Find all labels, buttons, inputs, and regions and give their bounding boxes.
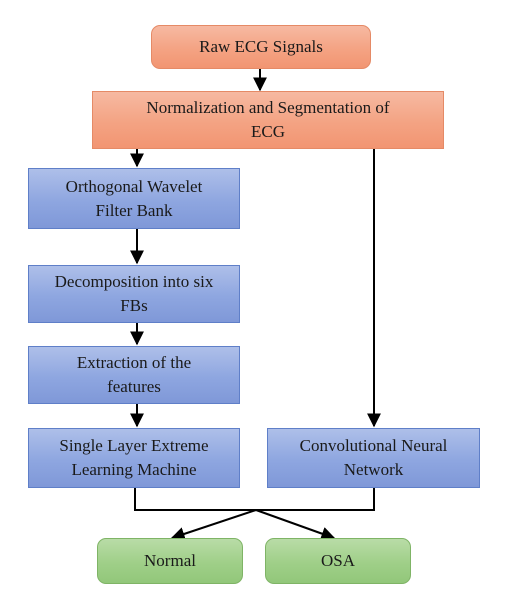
raw-ecg-signals-box: Raw ECG Signals — [151, 25, 371, 69]
decomposition-label: Decomposition into six FBs — [54, 272, 214, 315]
orthogonal-wavelet-box: Orthogonal Wavelet Filter Bank — [28, 168, 240, 229]
cnn-label: Convolutional Neural Network — [299, 436, 448, 479]
elm-label: Single Layer Extreme Learning Machine — [59, 436, 209, 479]
decomposition-box: Decomposition into six FBs — [28, 265, 240, 323]
raw-ecg-signals-label: Raw ECG Signals — [199, 37, 323, 56]
extraction-features-label: Extraction of the features — [76, 353, 192, 396]
orthogonal-wavelet-label: Orthogonal Wavelet Filter Bank — [65, 176, 203, 220]
normal-label: Normal — [144, 551, 196, 570]
elm-box: Single Layer Extreme Learning Machine — [28, 428, 240, 488]
merge-connector — [134, 488, 375, 511]
normalization-segmentation-box: Normalization and Segmentation of ECG — [92, 91, 444, 149]
arrow-to-osa — [255, 509, 336, 541]
cnn-box: Convolutional Neural Network — [267, 428, 480, 488]
arrow-to-normal — [170, 509, 257, 541]
osa-box: OSA — [265, 538, 411, 584]
osa-label: OSA — [320, 551, 355, 570]
extraction-features-box: Extraction of the features — [28, 346, 240, 404]
normalization-segmentation-label: Normalization and Segmentation of ECG — [146, 98, 390, 141]
normal-box: Normal — [97, 538, 243, 584]
